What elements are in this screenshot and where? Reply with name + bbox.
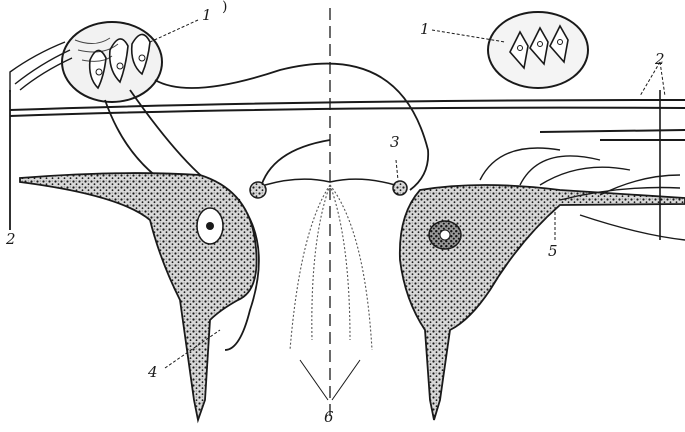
label-4: 4	[148, 365, 158, 380]
synapse-junctions	[250, 179, 407, 198]
label-2-left: 2	[6, 232, 16, 247]
neuron-left	[20, 173, 257, 420]
central-fibers	[290, 185, 372, 350]
label-5: 5	[548, 244, 558, 259]
label-1-right: 1	[420, 22, 430, 37]
receptor-cluster-left	[62, 22, 162, 102]
receptor-cluster-right	[488, 12, 588, 88]
label-1-left: 1	[202, 8, 212, 23]
fibers-right	[10, 100, 685, 140]
header-fragment: )	[222, 0, 227, 14]
label-3: 3	[390, 135, 400, 150]
neuron-right	[400, 185, 685, 420]
label-6: 6	[324, 410, 334, 425]
label-2-top-right: 2	[655, 52, 665, 67]
